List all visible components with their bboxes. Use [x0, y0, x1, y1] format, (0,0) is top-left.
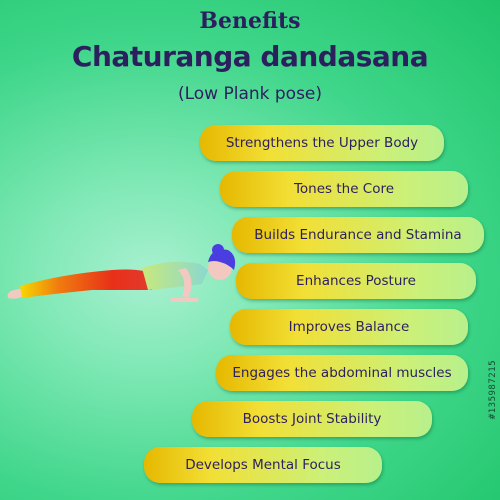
benefit-item-8: Develops Mental Focus: [144, 447, 382, 483]
low-plank-pose-illustration: [7, 244, 236, 302]
benefit-item-4: Enhances Posture: [236, 263, 476, 299]
title-pose-subtitle: (Low Plank pose): [177, 84, 323, 104]
torso-shape: [142, 261, 208, 290]
benefit-item-7: Boosts Joint Stability: [192, 401, 432, 437]
benefit-item-1: Strengthens the Upper Body: [200, 125, 444, 161]
title-benefits: Benefits: [199, 8, 301, 34]
hair-bun-shape: [212, 244, 224, 256]
title-pose-name: Chaturanga dandasana: [71, 40, 429, 73]
legs-shape: [20, 269, 152, 298]
stock-watermark-id: #135987215: [488, 360, 498, 420]
benefit-item-6: Engages the abdominal muscles: [216, 355, 468, 391]
hand-shape: [170, 298, 199, 302]
benefit-item-5: Improves Balance: [230, 309, 468, 345]
foot-shape: [7, 288, 24, 299]
benefit-item-3: Builds Endurance and Stamina: [232, 217, 484, 253]
benefit-item-2: Tones the Core: [220, 171, 468, 207]
arm-shape: [178, 268, 192, 298]
